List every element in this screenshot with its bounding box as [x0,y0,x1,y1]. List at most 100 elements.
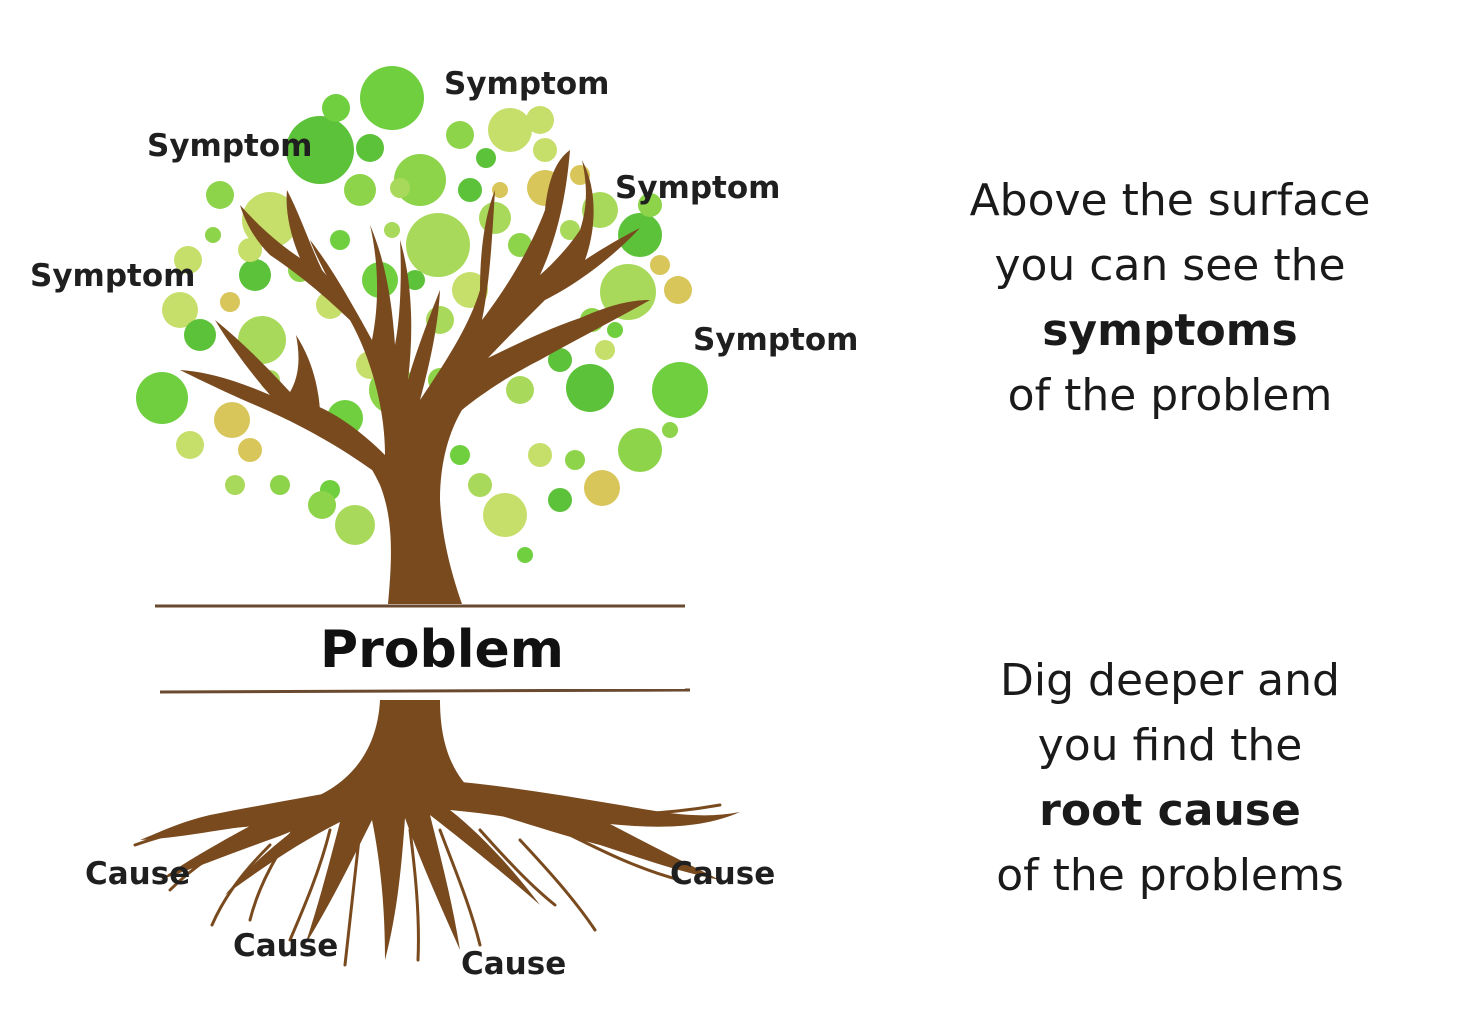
leaf-bubble [566,364,614,412]
problem-band [160,608,685,689]
leaf-bubble [136,372,188,424]
root-hair [133,826,202,847]
leaf-bubble [476,148,496,168]
root-hair [248,818,302,922]
leaf-bubble [533,138,557,162]
trunk-body [300,150,650,604]
leaf-bubble [225,475,245,495]
leaf-bubble [595,340,615,360]
leaf-bubble [214,402,250,438]
explanation-line: Above the surface [969,175,1371,226]
leaf-bubble [384,222,400,238]
root-hair [210,843,272,927]
root-hair [598,803,722,817]
leaf-bubble [652,362,708,418]
leaf-bubble [330,230,350,250]
leaf-bubble [548,488,572,512]
leaf-bubble [344,174,376,206]
leaf-bubble [162,292,198,328]
leaf-bubble [492,182,508,198]
leaf-bubble [238,238,262,262]
leaf-bubble [205,227,221,243]
ground-line-bottom [159,688,691,694]
leaf-bubble [322,94,350,122]
explanation-root-cause: Dig deeper and you find the root cause o… [910,648,1430,908]
cause-label: Cause [233,928,339,964]
explanation-emphasis: root cause [1039,785,1301,836]
leaf-bubble [565,450,585,470]
symptom-label: Symptom [147,128,313,164]
symptom-label: Symptom [444,66,610,102]
leaf-bubble [206,181,234,209]
branch-left-lower [180,320,375,470]
leaf-bubble [238,438,262,462]
leaf-bubble [560,220,580,240]
leaf-bubble [548,348,572,372]
leaf-bubble [607,322,623,338]
explanation-line: you can see the [994,240,1346,291]
leaf-bubble [526,106,554,134]
leaf-bubble [618,213,662,257]
explanation-line: of the problem [1007,370,1333,421]
symptom-label: Symptom [615,170,781,206]
root-left-spread [140,785,375,880]
explanation-line: of the problems [996,850,1344,901]
root-hair [438,828,482,947]
root-flare [180,700,620,960]
leaf-bubble [450,445,470,465]
root-hair [288,828,332,942]
leaf-bubble [483,493,527,537]
leaf-bubble [286,116,354,184]
leaf-bubble [239,259,271,291]
tree-trunk [140,150,740,960]
leaf-bubble [406,213,470,277]
leaf-bubble [506,376,534,404]
leaf-bubble [308,491,336,519]
leaf-bubble [176,431,204,459]
leaf-bubble [664,276,692,304]
leaf-bubble [458,178,482,202]
leaf-bubble [356,134,384,162]
explanation-emphasis: symptoms [1042,305,1298,356]
leaf-bubble [650,255,670,275]
leaf-bubble [184,319,216,351]
leaf-bubble [270,475,290,495]
leaf-bubble [662,422,678,438]
symptom-label: Symptom [693,322,859,358]
leaf-bubble [584,470,620,506]
leaf-bubble [638,193,662,217]
explanation-line: Dig deeper and [1000,655,1340,706]
cause-label: Cause [670,856,776,892]
leaf-bubble [220,292,240,312]
symptom-label: Symptom [30,258,196,294]
root-hair [518,838,597,932]
root-hair [558,828,682,882]
leaf-bubble [508,233,532,257]
root-right-spread [440,780,740,880]
cause-label: Cause [85,856,191,892]
leaf-bubble [479,202,511,234]
cause-label: Cause [461,946,567,982]
leaf-bubble [528,443,552,467]
root-hair [343,828,362,967]
leaf-bubble [446,121,474,149]
leaf-bubble [174,246,202,274]
explanation-symptoms: Above the surface you can see the sympto… [910,168,1430,428]
root-hairs [133,803,722,967]
leaf-bubble [405,270,425,290]
root-hair [168,833,252,892]
leaf-bubble [488,108,532,152]
branch-left-upper [240,190,362,330]
leaf-bubble [360,66,424,130]
root-hair [408,828,420,962]
explanation-line: you find the [1037,720,1303,771]
problem-label: Problem [320,620,564,680]
leaf-bubble [468,473,492,497]
leaf-bubble [335,505,375,545]
leaf-bubble [517,547,533,563]
root-hair [478,828,557,907]
leaf-bubble [390,178,410,198]
leaf-bubble [618,428,662,472]
